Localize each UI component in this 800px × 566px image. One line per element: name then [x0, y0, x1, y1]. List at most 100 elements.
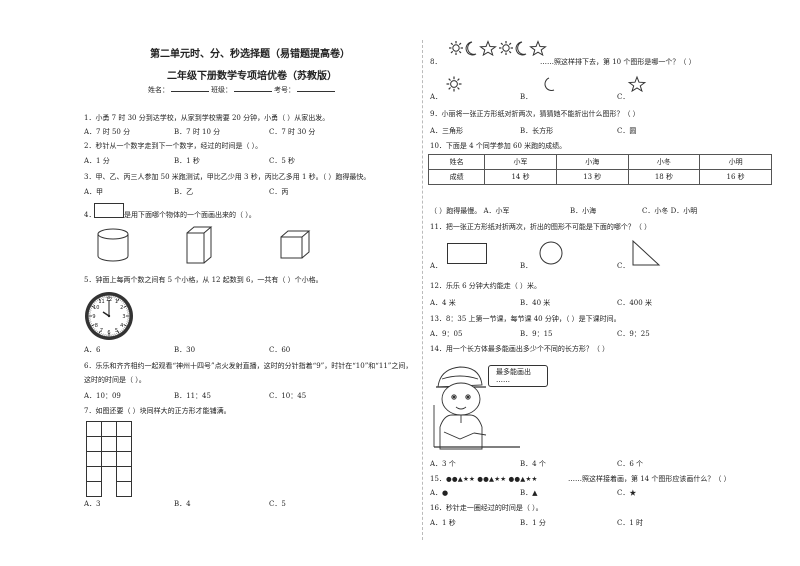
q9-option-b[interactable]: B．长方形 — [520, 127, 554, 135]
q1-option-c[interactable]: C．7 时 30 分 — [269, 128, 316, 136]
q12-option-a[interactable]: A．4 米 — [430, 299, 456, 307]
table-header-cell: 小海 — [555, 154, 629, 170]
q12-option-b[interactable]: B．40 米 — [520, 299, 551, 307]
q8-option-c[interactable]: C． — [617, 93, 630, 101]
q11-circle-figure — [539, 241, 563, 265]
q6-option-b[interactable]: B．11：45 — [174, 392, 211, 400]
q10-text: 10．下面是 4 个同学参加 60 米跑的成绩。 — [430, 142, 567, 150]
q5-option-c[interactable]: C．60 — [269, 346, 291, 354]
q14-option-c[interactable]: C．6 个 — [617, 460, 644, 468]
q2-option-c[interactable]: C．5 秒 — [269, 157, 296, 165]
q6-text-line1: 6．乐乐和齐齐相约一起观看“神州十四号”点火发射直播，这时的分针指着“9”，时针… — [84, 362, 413, 370]
svg-text:9: 9 — [92, 314, 95, 320]
q13-option-a[interactable]: A．9：05 — [430, 330, 463, 338]
q5-option-a[interactable]: A．6 — [84, 346, 101, 354]
q16-option-a[interactable]: A．1 秒 — [430, 519, 456, 527]
q9-option-a[interactable]: A．三角形 — [430, 127, 464, 135]
q14-child-illustration — [433, 366, 520, 450]
q11-text: 11．把一张正方形纸对折两次，折出的图形不可能是下面的哪个？（ ） — [430, 223, 652, 231]
table-header-cell: 小军 — [484, 154, 557, 170]
q15-number: 15． — [430, 475, 446, 483]
class-label: 班级： — [211, 86, 232, 94]
q7-option-c[interactable]: C．5 — [269, 500, 286, 508]
q5-option-b[interactable]: B．30 — [174, 346, 196, 354]
id-blank[interactable] — [297, 84, 335, 92]
q6-option-a[interactable]: A．10：09 — [84, 392, 121, 400]
q5-text: 5．钟面上每两个数之间有 5 个小格，从 12 起数到 6，一共有（ ）个小格。 — [84, 276, 323, 284]
clock-tick — [93, 302, 96, 304]
q7-option-a[interactable]: A．3 — [84, 500, 101, 508]
q4-cuboid-figure — [186, 226, 213, 264]
q13-option-b[interactable]: B．9：15 — [520, 330, 553, 338]
q3-option-c[interactable]: C．丙 — [269, 188, 289, 196]
q12-option-c[interactable]: C．400 米 — [617, 299, 652, 307]
q2-text: 2．秒针从一个数字走到下一个数字，经过的时间是（ ）。 — [84, 142, 263, 150]
q8-star-option-icon — [627, 75, 647, 93]
clock-tick — [95, 329, 97, 332]
clock-tick — [121, 300, 123, 303]
clock-tick — [125, 323, 128, 325]
q7-grid-figure — [86, 421, 132, 497]
q1-text: 1．小勇 7 时 30 分到达学校，从家到学校需要 20 分钟，小勇（ ）从家出… — [84, 114, 330, 122]
clock-tick — [114, 296, 116, 299]
q3-text: 3．甲、乙、丙三人参加 50 米跑测试，甲比乙少用 3 秒，丙比乙多用 1 秒。… — [84, 173, 371, 181]
q15-option-b[interactable]: B．▲ — [520, 489, 538, 497]
q3-option-b[interactable]: B．乙 — [174, 188, 194, 196]
q14-bubble-text: 最多能画出 — [496, 368, 531, 376]
q14-option-b[interactable]: B．4 个 — [520, 460, 546, 468]
clock-tick — [100, 332, 102, 335]
clock-tick — [114, 333, 116, 336]
table-cell: 成绩 — [427, 169, 486, 185]
student-info-line: 姓名： 班级： 考号： — [148, 84, 337, 95]
q4-cube-figure — [280, 230, 311, 259]
q6-option-c[interactable]: C．10：45 — [269, 392, 307, 400]
q10-option-b[interactable]: B．小海 — [570, 207, 597, 215]
q11-rectangle-figure — [447, 243, 487, 264]
name-blank[interactable] — [171, 84, 209, 92]
q10-question-option-a[interactable]: （ ）跑得最慢。 A．小军 — [430, 207, 510, 215]
q1-option-b[interactable]: B．7 时 10 分 — [174, 128, 221, 136]
q4-number: 4． — [84, 211, 96, 219]
q1-option-a[interactable]: A．7 时 50 分 — [84, 128, 131, 136]
id-label: 考号： — [274, 86, 295, 94]
q7-text: 7．如图还要（ ）块同样大的正方形才能铺满。 — [84, 407, 231, 415]
clock-tick — [96, 330, 99, 333]
class-blank[interactable] — [234, 84, 272, 92]
svg-text:3: 3 — [122, 314, 125, 320]
q16-option-b[interactable]: B．1 分 — [520, 519, 546, 527]
q8-number: 8． — [430, 58, 442, 66]
q6-text-line2: 这时的时间是（ ）。 — [84, 376, 146, 384]
q11-option-a[interactable]: A． — [430, 262, 443, 270]
clock-tick — [116, 332, 118, 335]
clock-tick — [123, 326, 126, 329]
q15-shape-sequence: ●●▲★★ ●●▲★★ ●●▲★★ — [446, 475, 538, 483]
clock-tick — [121, 329, 123, 332]
q2-option-b[interactable]: B．1 秒 — [174, 157, 200, 165]
q15-option-c[interactable]: C．★ — [617, 489, 637, 497]
clock-tick — [95, 300, 97, 303]
clock-tick — [116, 297, 118, 300]
clock-tick — [91, 305, 95, 308]
q16-option-c[interactable]: C．1 时 — [617, 519, 644, 527]
clock-tick — [119, 330, 122, 333]
svg-text:10: 10 — [93, 305, 99, 311]
clock-tick — [91, 324, 95, 327]
q14-option-a[interactable]: A．3 个 — [430, 460, 456, 468]
q10-option-cd[interactable]: C．小冬 D．小明 — [642, 207, 698, 215]
q14-speech-bubble — [488, 365, 548, 387]
q15-option-a[interactable]: A．● — [430, 489, 449, 497]
q7-option-b[interactable]: B．4 — [174, 500, 191, 508]
q13-option-c[interactable]: C．9：25 — [617, 330, 650, 338]
name-label: 姓名： — [148, 86, 169, 94]
q2-option-a[interactable]: A．1 分 — [84, 157, 110, 165]
q9-option-c[interactable]: C．圆 — [617, 127, 637, 135]
q11-option-c[interactable]: C． — [617, 262, 630, 270]
svg-text:1: 1 — [115, 299, 118, 305]
table-cell: 13 秒 — [555, 169, 629, 185]
q8-option-b[interactable]: B． — [520, 93, 533, 101]
q3-option-a[interactable]: A．甲 — [84, 188, 104, 196]
q11-option-b[interactable]: B． — [520, 262, 533, 270]
q8-option-a[interactable]: A． — [430, 93, 443, 101]
